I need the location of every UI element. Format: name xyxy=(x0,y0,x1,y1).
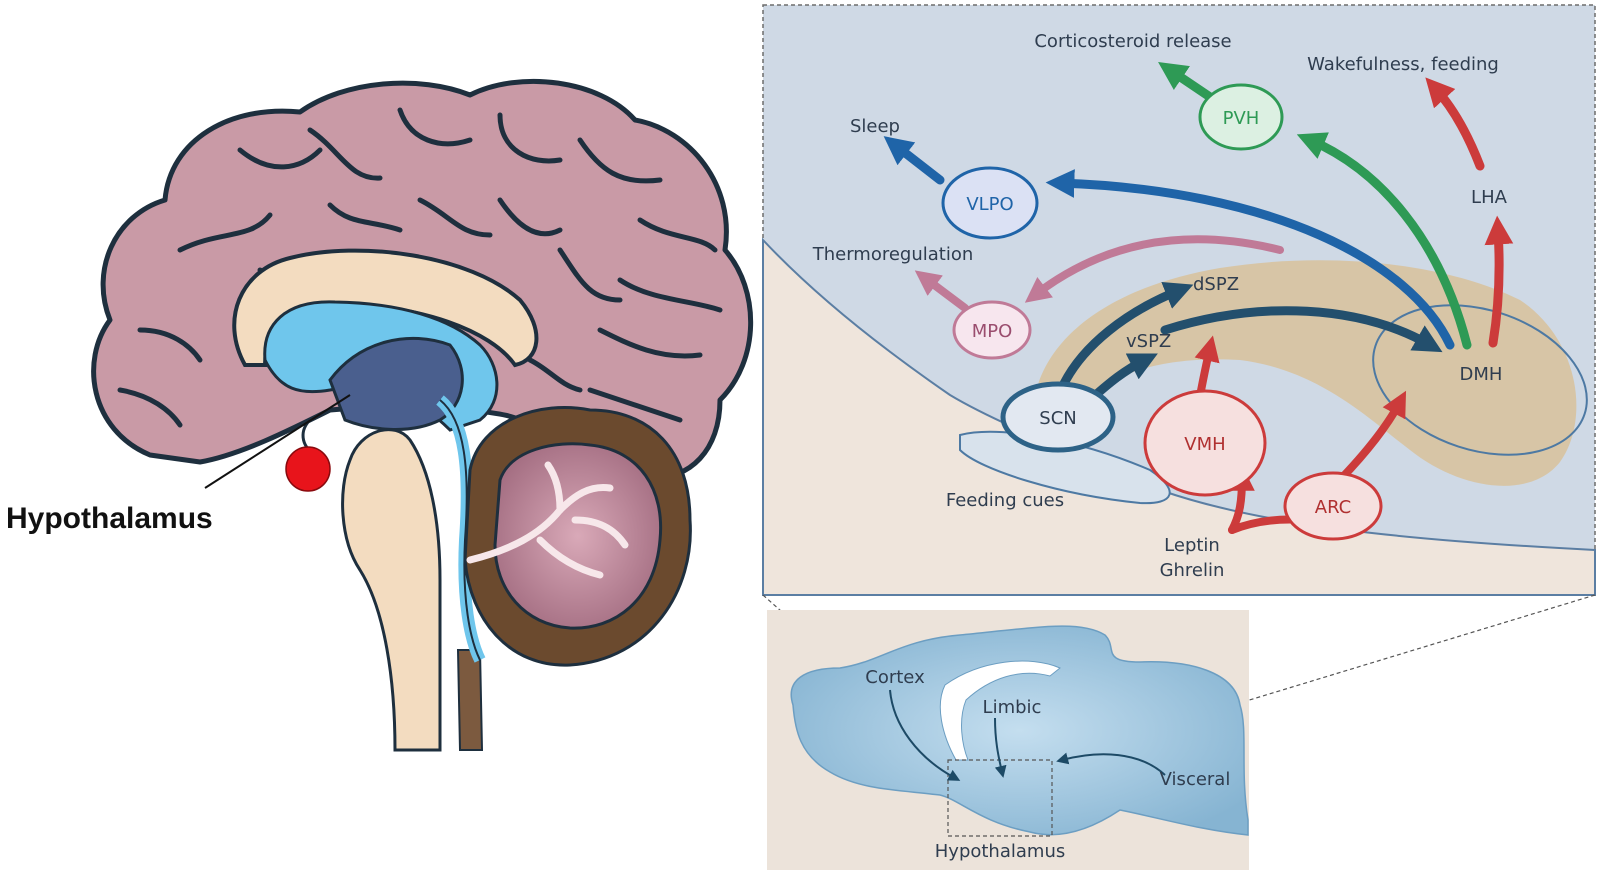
arrow-dmh-to-pvh xyxy=(1296,132,1472,350)
arrow-scn-to-dspz xyxy=(1055,281,1194,397)
arrow-cortex xyxy=(889,689,961,781)
node-pvh-label: PVH xyxy=(1223,108,1260,129)
node-lha-label: LHA xyxy=(1471,187,1508,208)
output-wakefulness-label: Wakefulness, feeding xyxy=(1307,54,1499,75)
node-vspz-label: vSPZ xyxy=(1126,331,1171,352)
inset-cortex-label: Cortex xyxy=(865,667,925,688)
rodent-brain-inset: Cortex Limbic Visceral Hypothalamus xyxy=(767,610,1249,870)
arrow-mpo-to-thermo xyxy=(914,270,969,312)
arrow-dmh-to-vlpo xyxy=(1045,169,1455,350)
human-brain-illustration: Hypothalamus xyxy=(6,78,754,752)
inset-limbic-label: Limbic xyxy=(983,697,1042,718)
input-leptin-label: Leptin xyxy=(1164,535,1220,556)
rodent-brain xyxy=(790,625,1249,836)
input-ghrelin-label: Ghrelin xyxy=(1160,560,1225,581)
hypothalamus-leader-line xyxy=(204,394,351,489)
arrow-lha-to-wakefulness xyxy=(1425,77,1485,171)
inset-arrows xyxy=(889,689,1166,781)
node-vmh: VMH xyxy=(1143,389,1267,497)
node-vmh-label: VMH xyxy=(1184,434,1225,455)
node-pvh: PVH xyxy=(1198,83,1284,151)
node-mpo: MPO xyxy=(952,300,1032,360)
node-mpo-label: MPO xyxy=(972,321,1013,342)
output-corticosteroid-label: Corticosteroid release xyxy=(1034,31,1231,52)
inset-hypothalamus-label: Hypothalamus xyxy=(935,841,1065,862)
node-dspz-label: dSPZ xyxy=(1193,274,1239,295)
dmh-region xyxy=(1372,304,1588,456)
hippocampus xyxy=(939,660,1061,761)
node-scn-label: SCN xyxy=(1039,408,1076,429)
node-arc: ARC xyxy=(1283,471,1383,541)
arrow-vlpo-to-sleep xyxy=(883,136,945,185)
hypothalamus-marker xyxy=(285,446,331,492)
input-feeding-cues-label: Feeding cues xyxy=(946,490,1064,511)
node-dmh-label: DMH xyxy=(1460,364,1503,385)
node-arc-label: ARC xyxy=(1315,497,1352,518)
arbor-vitae xyxy=(466,461,629,579)
arrow-dmh-to-lha xyxy=(1484,215,1514,348)
output-sleep-label: Sleep xyxy=(850,116,900,137)
node-vlpo-label: VLPO xyxy=(966,194,1013,215)
arrow-spz-to-mpo xyxy=(1024,235,1284,303)
node-scn: SCN xyxy=(1000,381,1116,453)
arrow-visceral xyxy=(1056,752,1166,776)
circuit-diagram: PVH VLPO MPO SCN VMH ARC LHA dSPZ vSPZ D… xyxy=(762,4,1596,596)
arrow-limbic xyxy=(994,717,1007,778)
arrow-vspz-to-dmh xyxy=(1160,306,1443,353)
arrow-pvh-to-corticosteroid xyxy=(1158,61,1215,102)
spz-band xyxy=(1035,260,1577,486)
hypothalamus-label: Hypothalamus xyxy=(6,502,213,535)
inset-visceral-label: Visceral xyxy=(1160,769,1231,790)
output-thermo-label: Thermoregulation xyxy=(812,244,974,265)
sulci xyxy=(117,107,723,428)
node-vlpo: VLPO xyxy=(941,166,1039,240)
spinal-cord xyxy=(456,649,484,751)
brainstem xyxy=(341,428,442,752)
